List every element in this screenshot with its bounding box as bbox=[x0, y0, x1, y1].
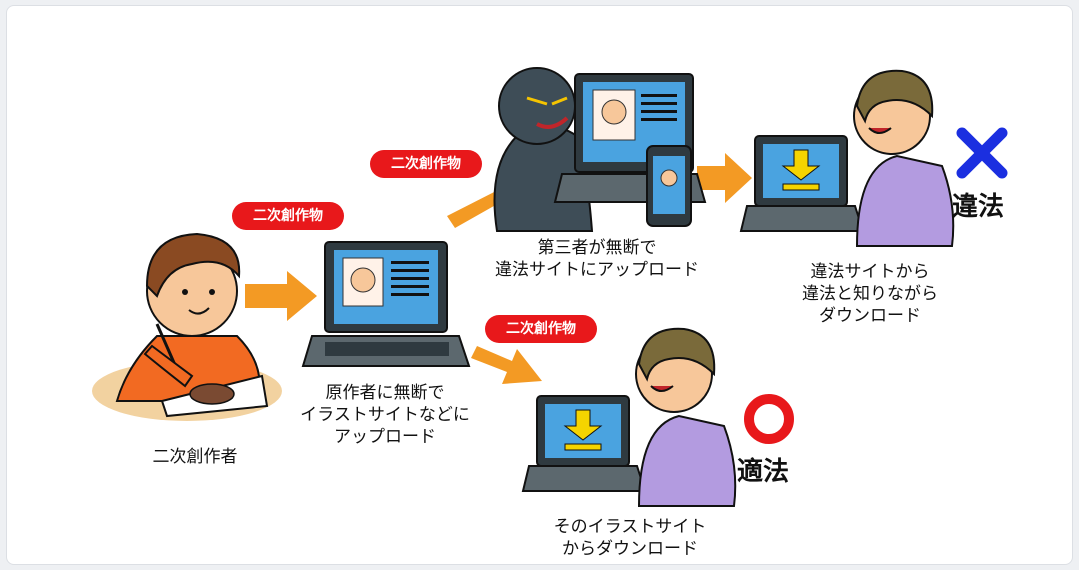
illustration bbox=[92, 67, 1008, 507]
arrow-thirdparty-to-downloader bbox=[697, 153, 752, 203]
circle-icon bbox=[744, 394, 794, 444]
label-illegal-download: 違法サイトから 違法と知りながら ダウンロード bbox=[802, 262, 938, 326]
third-party-laptop bbox=[553, 73, 707, 227]
arrow-laptop-to-legal-downloader bbox=[471, 346, 542, 384]
status-illegal: 違法 bbox=[952, 192, 1005, 222]
label-legal-download: そのイラストサイト からダウンロード bbox=[553, 517, 707, 559]
third-party-figure bbox=[493, 67, 594, 232]
diagram-frame: 二次創作物 二次創作物 二次創作物 二次創作者 原作者に無断で イラストサイトな… bbox=[6, 5, 1073, 565]
label-creator: 二次創作者 bbox=[152, 447, 238, 467]
pill-derivative-1: 二次創作物 bbox=[232, 202, 344, 230]
cross-icon bbox=[956, 127, 1008, 179]
label-third-party: 第三者が無断で 違法サイトにアップロード bbox=[495, 238, 699, 280]
legal-downloader bbox=[521, 327, 737, 507]
illegal-downloader bbox=[739, 69, 955, 247]
pill-derivative-2: 二次創作物 bbox=[370, 150, 482, 178]
label-upload: 原作者に無断で イラストサイトなどに アップロード bbox=[300, 383, 470, 447]
pill-derivative-3: 二次創作物 bbox=[485, 315, 597, 343]
creator-figure bbox=[92, 232, 282, 421]
arrow-creator-to-laptop bbox=[245, 271, 317, 321]
center-laptop bbox=[301, 241, 471, 367]
status-legal: 適法 bbox=[737, 457, 790, 487]
